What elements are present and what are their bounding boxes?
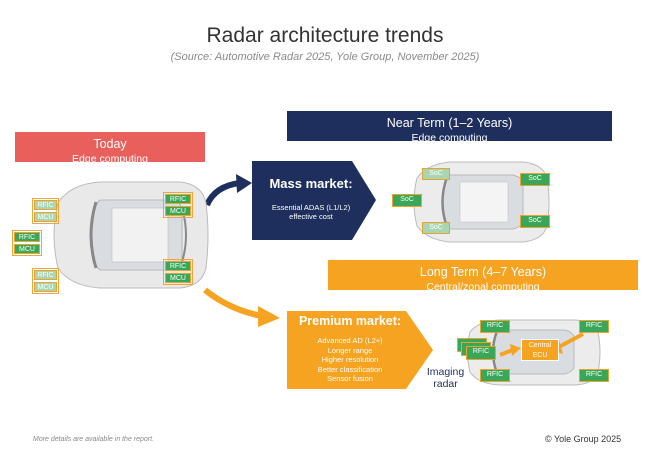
mcu-chip: MCU bbox=[165, 273, 191, 283]
today-rear-right-module: RFIC MCU bbox=[32, 268, 59, 294]
mass-market-line2: effective cost bbox=[289, 212, 333, 221]
premium-bullet: Higher resolution bbox=[321, 355, 379, 364]
near-term-heading: Near Term (1–2 Years) bbox=[386, 116, 513, 130]
arrow-to-mass-market bbox=[204, 180, 241, 207]
rfic-chip-rear-right: RFIC bbox=[480, 369, 510, 382]
near-term-banner: Near Term (1–2 Years) Edge computing bbox=[287, 111, 612, 144]
rfic-chip: RFIC bbox=[34, 270, 57, 280]
rfic-chip-rear-left: RFIC bbox=[480, 320, 510, 333]
rfic-chip-front-right: RFIC bbox=[579, 369, 609, 382]
mcu-chip: MCU bbox=[165, 206, 191, 216]
copyright: © Yole Group 2025 bbox=[545, 434, 622, 444]
premium-bullet: Sensor fusion bbox=[327, 374, 373, 383]
mcu-chip: MCU bbox=[14, 244, 40, 254]
premium-market-text: Premium market: Advanced AD (L2+) Longer… bbox=[287, 314, 413, 384]
mass-market-shape bbox=[252, 161, 376, 240]
central-ecu-line2: ECU bbox=[532, 352, 548, 359]
premium-market-shape bbox=[287, 311, 433, 389]
rfic-chip: RFIC bbox=[165, 194, 191, 204]
soc-chip-rear-right: SoC bbox=[422, 222, 450, 234]
footnote: More details are available in the report… bbox=[33, 436, 155, 443]
today-front-right-module: RFIC MCU bbox=[163, 259, 193, 285]
near-term-sub: Edge computing bbox=[411, 132, 488, 144]
today-banner: Today Edge computing bbox=[15, 132, 205, 165]
near-term-car-illustration bbox=[413, 161, 550, 243]
premium-bullet: Longer range bbox=[327, 345, 373, 355]
mcu-chip: MCU bbox=[34, 212, 57, 222]
imaging-radar-line2: radar bbox=[433, 378, 458, 390]
imaging-radar-label: Imaging radar bbox=[418, 366, 473, 390]
premium-market-heading: Premium market: bbox=[298, 314, 402, 328]
premium-bullet: Advanced AD (L2+) bbox=[317, 336, 383, 345]
today-heading: Today bbox=[93, 137, 127, 151]
central-ecu-box: Central ECU bbox=[521, 339, 559, 361]
mcu-chip: MCU bbox=[34, 282, 57, 292]
soc-chip-rear-left: SoC bbox=[422, 168, 450, 180]
premium-market-bullets: Advanced AD (L2+) Longer range Higher re… bbox=[287, 336, 413, 384]
rfic-chip: RFIC bbox=[34, 200, 57, 210]
imaging-radar-line1: Imaging bbox=[426, 366, 465, 378]
soc-chip-front-right: SoC bbox=[520, 215, 550, 228]
long-term-heading: Long Term (4–7 Years) bbox=[419, 265, 547, 279]
page-subtitle: (Source: Automotive Radar 2025, Yole Gro… bbox=[170, 51, 480, 63]
premium-bullet: Better classification bbox=[317, 364, 383, 374]
today-front-left-module: RFIC MCU bbox=[163, 192, 193, 218]
page-title: Radar architecture trends bbox=[206, 24, 444, 47]
mass-market-line1: Essential ADAS (L1/L2) bbox=[271, 203, 351, 212]
today-sub: Edge computing bbox=[72, 153, 148, 165]
mass-market-heading: Mass market: bbox=[269, 176, 353, 191]
rfic-chip: RFIC bbox=[165, 261, 191, 271]
today-rear-module: RFIC MCU bbox=[12, 230, 42, 256]
arrow-to-mass-market-head bbox=[236, 174, 252, 193]
arrow-to-premium-market-head bbox=[258, 306, 280, 327]
central-ecu-line1: Central bbox=[528, 342, 552, 349]
mass-market-text: Mass market: Essential ADAS (L1/L2) effe… bbox=[252, 176, 370, 221]
soc-chip-rear: SoC bbox=[392, 194, 422, 207]
arrow-to-premium-market bbox=[203, 287, 263, 319]
rfic-chip-front-left: RFIC bbox=[579, 320, 609, 333]
soc-chip-front-left: SoC bbox=[520, 173, 550, 186]
rfic-chip: RFIC bbox=[14, 232, 40, 242]
today-rear-left-module: RFIC MCU bbox=[32, 198, 59, 224]
rfic-chip-imaging: RFIC bbox=[466, 346, 496, 360]
long-term-sub: Central/zonal computing bbox=[426, 281, 540, 293]
long-term-banner: Long Term (4–7 Years) Central/zonal comp… bbox=[328, 260, 638, 293]
